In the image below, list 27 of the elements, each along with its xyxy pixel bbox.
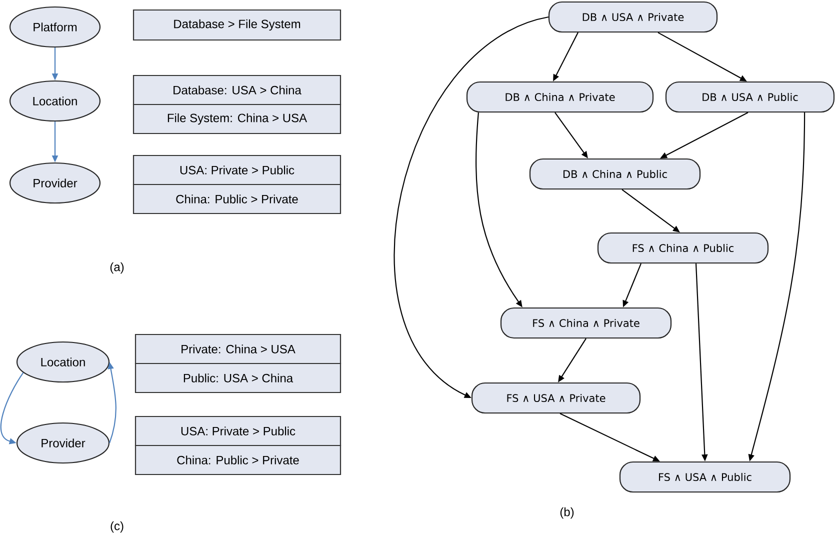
table-cell: USA: Private > Public xyxy=(134,416,342,446)
ellipse-node: Location xyxy=(16,341,110,383)
table-cell: China: Public > Private xyxy=(134,444,342,476)
state-node: DB ∧ USA ∧ Public xyxy=(665,81,835,113)
ellipse-node: Provider xyxy=(9,162,101,204)
state-node: FS ∧ USA ∧ Public xyxy=(619,461,791,493)
arrow xyxy=(0,372,24,444)
table-cell: USA: Private > Public xyxy=(132,154,342,186)
table-cell: Private: China > USA xyxy=(134,334,342,364)
table-cell: File System: China > USA xyxy=(132,104,342,134)
table-cell: Database > File System xyxy=(132,9,342,41)
panel-label: (b) xyxy=(560,507,574,519)
panel-label: (a) xyxy=(110,262,124,274)
ellipse-node: Platform xyxy=(9,6,101,48)
state-node: FS ∧ China ∧ Private xyxy=(500,307,672,339)
table-cell: Database: USA > China xyxy=(132,74,342,106)
ellipse-node: Provider xyxy=(16,422,110,464)
ellipse-node: Location xyxy=(9,80,101,122)
state-node: DB ∧ China ∧ Public xyxy=(529,158,701,190)
arrow xyxy=(394,16,549,398)
table-cell: Public: USA > China xyxy=(134,362,342,394)
state-node: DB ∧ China ∧ Private xyxy=(466,81,654,113)
state-node: FS ∧ USA ∧ Private xyxy=(471,382,641,414)
table-cell: China: Public > Private xyxy=(132,184,342,214)
state-node: FS ∧ China ∧ Public xyxy=(597,232,769,264)
state-node: DB ∧ USA ∧ Private xyxy=(548,1,718,33)
panel-label: (c) xyxy=(110,521,124,533)
